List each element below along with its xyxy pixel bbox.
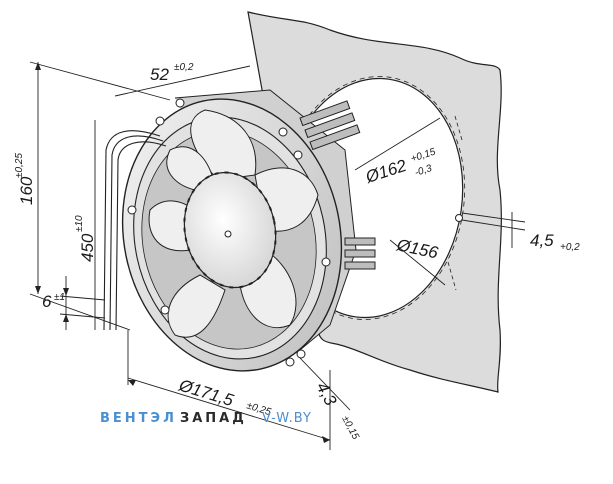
watermark: ВЕНТЭЛ ЗАПАД V-W.BY xyxy=(100,411,312,426)
fan-blade xyxy=(190,109,257,181)
dimension-labels: 52 ±0,2 160 ±0,25 450 ±10 6 ±1 Ø171,5 ±0… xyxy=(14,62,580,442)
dim-height-tol: ±0,25 xyxy=(14,153,25,178)
frame-hole xyxy=(155,116,165,126)
frame-hole xyxy=(127,205,137,215)
fan-body xyxy=(121,89,376,372)
panel-dash-lines xyxy=(447,115,463,291)
fan-blade xyxy=(166,146,213,191)
dim-depth-value: 52 xyxy=(150,65,169,84)
dim-mount-tol: +0,2 xyxy=(560,242,580,253)
fan-cable xyxy=(103,130,167,331)
dim-wire-value: 6 xyxy=(42,292,52,311)
frame-hole xyxy=(278,127,288,137)
dim-cutout-tol-minus: -0,3 xyxy=(414,163,434,179)
frame-hole xyxy=(175,98,185,108)
frame-hole xyxy=(296,349,306,359)
dim-height-value: 160 xyxy=(17,176,36,205)
frame-hole xyxy=(293,150,303,160)
dimension-arrows xyxy=(35,62,330,443)
frame-hole xyxy=(285,357,295,367)
dim-diameter-value: Ø171,5 xyxy=(176,375,236,410)
dim-mount-value: 4,5 xyxy=(530,231,554,250)
watermark-part-c: V-W.BY xyxy=(262,411,312,426)
dim-cable-tol: ±10 xyxy=(74,215,85,232)
dimension-lines xyxy=(29,61,526,450)
dim-hole-tol: ±0,15 xyxy=(339,414,361,442)
panel-mount-hole xyxy=(455,214,463,222)
fan-hub-center xyxy=(224,230,232,238)
frame-mount-holes xyxy=(127,98,331,367)
dim-wire-tol: ±1 xyxy=(54,292,65,303)
frame-hole xyxy=(160,305,170,315)
dim-depth-tol: ±0,2 xyxy=(174,62,194,73)
watermark-part-a: ВЕНТЭЛ xyxy=(100,411,177,426)
dim-cable-value: 450 xyxy=(78,233,97,262)
watermark-part-b: ЗАПАД xyxy=(180,411,247,426)
fan-blade xyxy=(167,274,226,338)
frame-hole xyxy=(321,257,331,267)
wire-bundle-back xyxy=(299,100,376,270)
dim-hole-value: 4,3 xyxy=(312,379,340,409)
